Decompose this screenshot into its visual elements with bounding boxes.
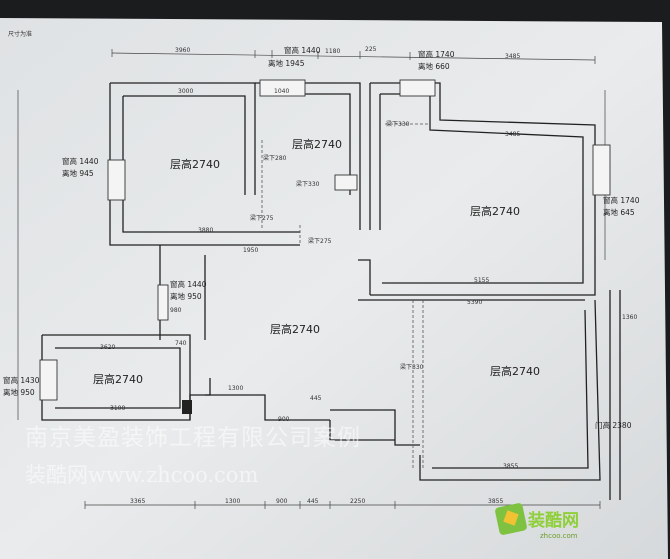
window-note-top-1a: 窗高 1440: [284, 45, 321, 55]
room-label-bedroom-4: 层高2740: [93, 372, 143, 386]
window-note-left-b: 离地 945: [62, 168, 94, 178]
dim-inner-4: 3880: [198, 227, 213, 234]
dim-bottom-5: 2250: [350, 498, 365, 505]
dim-inner-12: 1300: [228, 385, 243, 392]
beam-note-2: 梁下330: [296, 180, 320, 188]
window-note-right-b: 离地 645: [603, 207, 635, 217]
paper-sheet: [0, 18, 668, 559]
room-label-bedroom-1: 层高2740: [170, 157, 220, 171]
window-note-top-2b: 离地 660: [418, 61, 450, 71]
dim-inner-2: 1040: [274, 88, 289, 95]
dim-inner-7: 5390: [467, 299, 482, 306]
beam-note-6: 梁下330: [400, 363, 424, 371]
room-label-living: 层高2740: [270, 322, 320, 336]
dim-inner-3: 3485: [505, 131, 520, 138]
window-note-left-a: 窗高 1440: [62, 156, 99, 166]
logo: 装酷网 zhcoo.com: [495, 503, 579, 540]
dim-inner-6: 5155: [474, 277, 489, 284]
room-label-bedroom-2: 层高2740: [292, 137, 342, 151]
dim-inner-11: 3100: [110, 405, 125, 412]
dim-bottom-2: 1300: [225, 498, 240, 505]
dim-top-4: 3485: [505, 53, 520, 60]
watermark-company: 南京美盈装饰工程有限公司案例: [25, 425, 361, 451]
dim-inner-5: 1950: [243, 247, 258, 254]
dim-bottom-6: 3855: [488, 498, 503, 505]
column-mark: [182, 400, 192, 414]
beam-note-3: 梁下275: [250, 214, 274, 222]
window-note-mid-a: 窗高 1440: [170, 279, 207, 289]
dim-top-3: 225: [365, 46, 377, 53]
dim-inner-9: 3620: [100, 344, 115, 351]
window-marks: [39, 79, 611, 401]
window-note-top-1b: 离地 1945: [268, 58, 305, 68]
dim-bottom-1: 3365: [130, 498, 145, 505]
door-note: 门高 2380: [595, 420, 632, 430]
logo-text: 装酷网: [527, 510, 579, 531]
dim-bottom-3: 900: [276, 498, 288, 505]
window-note-top-2a: 窗高 1740: [418, 49, 455, 59]
beam-note-1: 梁下280: [263, 154, 287, 162]
room-label-dining: 层高2740: [490, 364, 540, 378]
dimension-lines: [17, 49, 606, 509]
window-note-bl-b: 离地 950: [3, 387, 35, 397]
dim-bottom-4: 445: [307, 498, 319, 505]
dim-inner-14: 445: [310, 395, 322, 402]
sheet-note: 尺寸为准: [8, 30, 32, 38]
logo-url: zhcoo.com: [540, 532, 578, 540]
watermark-site: 装酷网www.zhcoo.com: [25, 463, 258, 487]
dim-top-2: 1180: [325, 48, 340, 55]
window-note-right-a: 窗高 1740: [603, 195, 640, 205]
dim-inner-1: 3000: [178, 88, 193, 95]
dim-inner-16: 1360: [622, 314, 637, 321]
dim-inner-10: 740: [175, 340, 187, 347]
room-label-bedroom-3: 层高2740: [470, 204, 520, 218]
window-note-bl-a: 窗高 1430: [3, 375, 40, 385]
dim-inner-13: 900: [278, 416, 290, 423]
beam-note-5: 梁下330: [386, 120, 410, 128]
dim-inner-15: 3855: [503, 463, 518, 470]
window-note-mid-b: 离地 950: [170, 291, 202, 301]
dim-inner-8: 980: [170, 307, 182, 314]
dim-top-1: 3960: [175, 47, 190, 54]
beam-lines: [261, 123, 430, 470]
beam-note-4: 梁下275: [308, 237, 332, 245]
